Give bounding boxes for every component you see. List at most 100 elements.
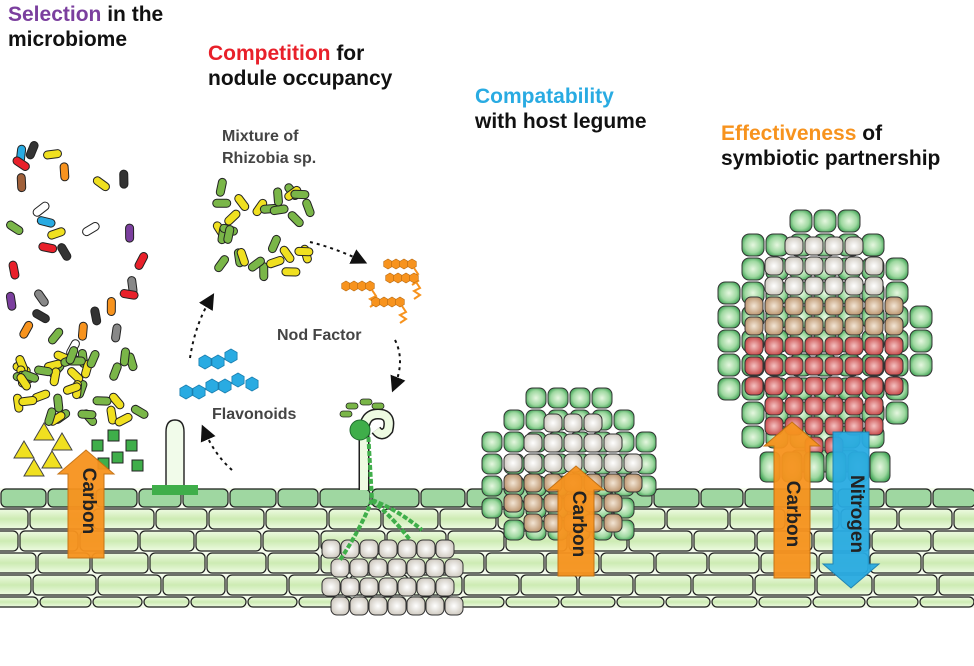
root-cell: [578, 574, 634, 596]
bacteroid-cell: [804, 336, 824, 356]
root-cell: [655, 552, 708, 574]
bacteroid-cell: [884, 336, 904, 356]
nodule-inner-cell: [583, 453, 603, 473]
bacterium: [53, 393, 64, 413]
bacteroid-cell: [764, 296, 784, 316]
nod-factor-molecule: [393, 272, 403, 284]
root-cell: [634, 574, 692, 596]
infected-cell: [330, 558, 350, 578]
infected-cell: [435, 539, 455, 559]
bacteroid-cell: [844, 336, 864, 356]
infected-cell: [387, 558, 407, 578]
root-cell: [871, 530, 932, 552]
nodule-inner-cell: [623, 473, 643, 493]
bacterium: [114, 412, 133, 427]
root-cell: [505, 596, 560, 608]
rhizobium: [215, 177, 227, 197]
nodule-inner-cell: [583, 413, 603, 433]
rhizobium: [267, 234, 281, 254]
bacteroid-cell: [844, 256, 864, 276]
nodule-inner-cell: [563, 433, 583, 453]
infected-cell: [397, 577, 417, 597]
root-cell: [277, 488, 319, 508]
cortex-cell: [885, 257, 909, 281]
bacterium: [32, 201, 50, 217]
bacterium: [32, 309, 50, 324]
nod-factor-molecule: [399, 258, 409, 270]
bacteroid-cell: [864, 336, 884, 356]
bacterium: [18, 395, 38, 407]
root-cell: [616, 596, 665, 608]
root-cell: [922, 552, 974, 574]
infected-cell: [330, 596, 350, 616]
cortex-cell: [885, 401, 909, 425]
cortex-cell: [909, 353, 933, 377]
bacteroid-cell: [784, 336, 804, 356]
cortex-cell: [503, 409, 525, 431]
flavonoid-molecule: [218, 378, 232, 394]
cycle-arrow: [390, 339, 406, 393]
bacteroid-cell: [784, 356, 804, 376]
heading-selection-key: Selection: [8, 3, 102, 26]
bacteroid-cell: [844, 276, 864, 296]
bacteroid-cell: [824, 276, 844, 296]
cortex-cell: [741, 401, 765, 425]
attached-rhizobium: [371, 402, 385, 410]
root-cell: [520, 574, 578, 596]
bacteroid-cell: [884, 316, 904, 336]
cortex-cell: [481, 475, 503, 497]
nodule-inner-cell: [603, 473, 623, 493]
root-cell: [873, 574, 938, 596]
bacteroid-cell: [804, 356, 824, 376]
nodule-inner-cell: [523, 473, 543, 493]
bacterium: [43, 149, 62, 160]
nodule-inner-cell: [583, 433, 603, 453]
heading-competition-key: Competition: [208, 42, 331, 65]
root-cell: [708, 552, 760, 574]
bacterium: [119, 169, 129, 189]
infected-cell: [378, 539, 398, 559]
bacterium: [8, 260, 20, 280]
root-cell: [938, 574, 974, 596]
nodule-inner-cell: [623, 453, 643, 473]
nodule-inner-cell: [503, 453, 523, 473]
cortex-cell: [481, 497, 503, 519]
infected-cell: [416, 539, 436, 559]
bacteroid-cell: [744, 316, 764, 336]
nodule-inner-cell: [523, 513, 543, 533]
label-mixture-line1: Mixture of: [222, 128, 299, 145]
bacterium: [57, 243, 72, 261]
mature-nodule: [717, 209, 933, 483]
root-cell: [155, 508, 208, 530]
nodule-inner-cell: [603, 433, 623, 453]
nod-factor-molecule: [365, 280, 375, 292]
label-nod-factor: Nod Factor: [277, 327, 362, 344]
bacteroid-cell: [864, 316, 884, 336]
bacteroid-cell: [744, 376, 764, 396]
bacteroid-cell: [804, 296, 824, 316]
root-cell: [932, 488, 974, 508]
flavonoid-molecule: [192, 384, 206, 400]
root-cell: [0, 530, 19, 552]
root-cell: [190, 596, 247, 608]
bacteroid-cell: [864, 396, 884, 416]
bacterium: [34, 365, 53, 377]
exudate-triangle: [13, 440, 35, 459]
infected-cell: [368, 596, 388, 616]
root-cell: [262, 530, 320, 552]
bacteroid-cell: [824, 356, 844, 376]
nod-factor-molecule: [357, 280, 367, 292]
root-cell: [0, 596, 39, 608]
cortex-cell: [717, 377, 741, 401]
bacterium: [34, 289, 49, 307]
nodule-inner-cell: [523, 433, 543, 453]
root-cell: [692, 574, 754, 596]
nod-factor-molecule: [391, 258, 401, 270]
bacteroid-cell: [764, 276, 784, 296]
infected-cell: [425, 596, 445, 616]
rhizobium: [290, 189, 310, 200]
nodule-inner-cell: [563, 413, 583, 433]
bacteroid-cell: [764, 396, 784, 416]
root-cell: [458, 596, 505, 608]
rhizobium: [281, 267, 301, 277]
